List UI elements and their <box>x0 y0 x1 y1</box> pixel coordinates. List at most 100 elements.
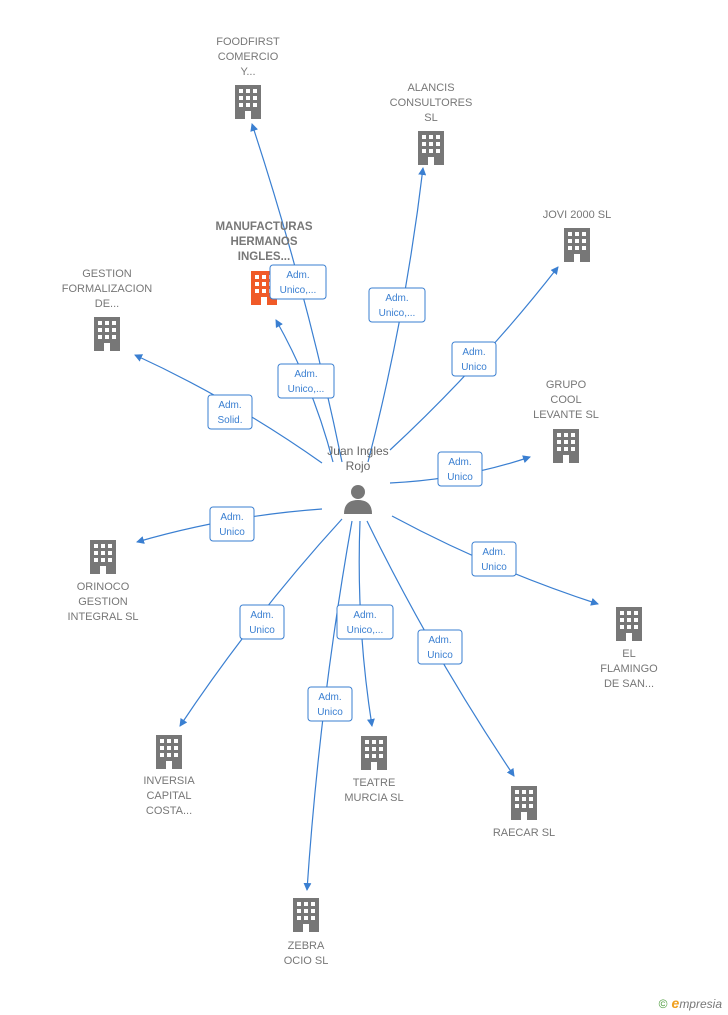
edge-label-box <box>307 686 353 722</box>
edge-label-inversia[interactable]: Adm. Unico <box>239 604 285 640</box>
company-node-gestion[interactable]: GESTIONFORMALIZACIONDE... <box>62 268 153 351</box>
company-name: FORMALIZACION <box>62 283 153 295</box>
company-node-inversia[interactable]: INVERSIA CAPITAL COSTA... <box>143 735 195 817</box>
company-name: GESTION <box>82 268 132 280</box>
company-name: RAECAR SL <box>493 827 555 839</box>
edge-label-flamingo[interactable]: Adm. Unico <box>471 541 517 577</box>
edge-label-box <box>437 451 483 487</box>
company-node-manufacturas[interactable]: MANUFACTURAS HERMANOS INGLES... <box>215 221 313 305</box>
company-name: OCIO SL <box>284 955 329 967</box>
person-icon <box>344 485 372 514</box>
edge-label-teatre[interactable]: Adm. Unico,... <box>336 604 394 640</box>
person-name: Juan Ingles <box>327 444 388 458</box>
edge-label-text: Adm. <box>428 635 451 646</box>
edge-label-text: Adm. <box>220 512 243 523</box>
company-name: COMERCIO <box>218 51 279 63</box>
edge-label-text: Adm. <box>482 547 505 558</box>
edge-label-manufacturas[interactable]: Adm.Unico,... <box>277 363 335 399</box>
company-node-jovi[interactable]: JOVI 2000 SL <box>543 209 612 262</box>
company-name: CAPITAL <box>146 790 191 802</box>
nodes-layer: FOODFIRST COMERCIO Y... ALANCIS CONSULTORES S… <box>62 36 658 967</box>
company-name: HERMANOS <box>230 236 297 248</box>
edge-label-zebra[interactable]: Adm. Unico <box>307 686 353 722</box>
building-icon <box>235 85 261 119</box>
building-icon <box>553 429 579 463</box>
company-name: JOVI 2000 SL <box>543 209 612 221</box>
edge-label-text: Unico,... <box>280 285 317 296</box>
company-name: COSTA... <box>146 805 192 817</box>
copyright-symbol: © <box>658 997 668 1011</box>
company-name: MANUFACTURAS <box>215 221 312 233</box>
edge-label-text: Adm. <box>218 400 241 411</box>
company-node-teatre[interactable]: TEATRE MURCIA SL <box>344 736 404 804</box>
building-icon <box>90 540 116 574</box>
footer-brand[interactable]: ©empresia <box>659 995 722 1011</box>
building-icon <box>293 898 319 932</box>
edge-label-grupocool[interactable]: Adm. Unico <box>437 451 483 487</box>
edge-label-text: Adm. <box>353 610 376 621</box>
edge-label-box <box>209 506 255 542</box>
edge-label-box <box>417 629 463 665</box>
edge-label-box <box>471 541 517 577</box>
edge-label-text: Unico,... <box>347 625 384 636</box>
company-name: EL <box>622 648 635 660</box>
edge-label-alancis[interactable]: Adm.Unico,... <box>368 287 426 323</box>
company-node-raecar[interactable]: RAECAR SL <box>493 786 555 839</box>
edge-label-text: Adm. <box>318 692 341 703</box>
company-name: DE SAN... <box>604 678 654 690</box>
company-name: LEVANTE SL <box>533 409 599 421</box>
edge-label-text: Adm. <box>250 610 273 621</box>
edge-label-text: Unico <box>317 707 343 718</box>
company-name: ZEBRA <box>288 940 325 952</box>
edge-label-box <box>277 363 335 399</box>
company-node-orinoco[interactable]: ORINOCO GESTION INTEGRAL SL <box>67 540 139 623</box>
edge-label-box <box>368 287 426 323</box>
building-icon <box>94 317 120 351</box>
edge-label-text: Unico <box>481 562 507 573</box>
company-name: CONSULTORES <box>390 97 473 109</box>
company-name: INTEGRAL SL <box>67 611 138 623</box>
edge-label-text: Adm. <box>462 347 485 358</box>
edge-label-jovi[interactable]: Adm.Unico <box>451 341 497 377</box>
brand-logo: empresia <box>671 995 722 1011</box>
edge-label-text: Adm. <box>448 457 471 468</box>
edge-label-box <box>239 604 285 640</box>
edge-label-foodfirst[interactable]: Adm. Unico,... <box>269 264 327 300</box>
building-icon <box>511 786 537 820</box>
company-name: INGLES... <box>238 251 290 263</box>
company-name: ALANCIS <box>407 82 454 94</box>
company-name: INVERSIA <box>143 775 195 787</box>
edge-label-text: Unico <box>427 650 453 661</box>
company-name: TEATRE <box>353 777 396 789</box>
building-icon <box>361 736 387 770</box>
edge-label-box <box>336 604 394 640</box>
company-name: GESTION <box>78 596 128 608</box>
company-name: Y... <box>240 66 255 78</box>
building-icon <box>616 607 642 641</box>
company-node-flamingo[interactable]: EL FLAMINGO DE SAN... <box>600 607 658 690</box>
edge-label-text: Unico <box>447 472 473 483</box>
edge-label-raecar[interactable]: Adm. Unico <box>417 629 463 665</box>
company-name: FLAMINGO <box>600 663 658 675</box>
edge-label-text: Unico <box>249 625 275 636</box>
company-name: ORINOCO <box>77 581 130 593</box>
company-name: FOODFIRST <box>216 36 280 48</box>
edge-label-box <box>451 341 497 377</box>
person-name: Rojo <box>346 459 371 473</box>
edge-label-orinoco[interactable]: Adm.Unico <box>209 506 255 542</box>
edge-label-text: Solid. <box>217 415 242 426</box>
company-node-foodfirst[interactable]: FOODFIRST COMERCIO Y... <box>216 36 280 119</box>
company-name: COOL <box>550 394 581 406</box>
edge-label-text: Adm. <box>286 270 309 281</box>
company-node-zebra[interactable]: ZEBRA OCIO SL <box>284 898 329 967</box>
edge-labels-layer: Adm. Unico,... Adm. Unico,... Adm. Unico,... A… <box>207 264 517 722</box>
edge-label-gestion[interactable]: Adm. Solid. <box>207 394 253 430</box>
company-name: MURCIA SL <box>344 792 403 804</box>
edge-label-text: Unico,... <box>379 308 416 319</box>
edge-label-text: Unico,... <box>288 384 325 395</box>
building-icon <box>156 735 182 769</box>
